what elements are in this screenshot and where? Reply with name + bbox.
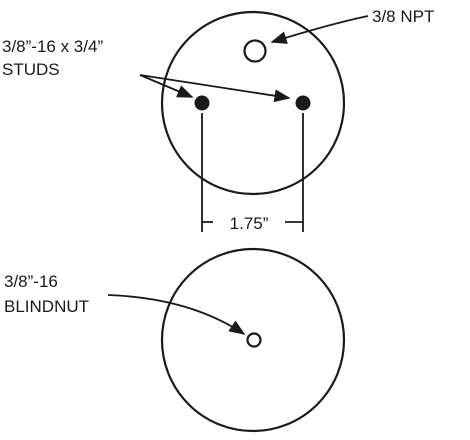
npt-port-hole <box>243 39 267 63</box>
npt-label: 3/8 NPT <box>372 7 434 26</box>
studs-leader-arrow-left <box>139 74 194 98</box>
blindnut-hole <box>246 332 262 348</box>
bottom-plate-outline <box>160 247 346 433</box>
blindnut-leader-arrow <box>107 294 246 335</box>
blindnut-label-line1: 3/8”-16 <box>4 272 58 291</box>
left-stud <box>194 95 210 111</box>
studs-label-line1: 3/8”-16 x 3/4” <box>2 37 103 56</box>
studs-leader-arrow-right <box>139 74 291 103</box>
blindnut-label-line2: BLINDNUT <box>4 297 89 316</box>
top-plate-view: 3/8 NPT 3/8”-16 x 3/4” STUDS 1.75” <box>2 7 434 233</box>
right-stud <box>295 95 311 111</box>
npt-leader-arrow <box>270 15 369 44</box>
stud-spacing-label: 1.75” <box>230 214 269 233</box>
studs-label-line2: STUDS <box>2 60 60 79</box>
top-plate-outline <box>160 10 346 196</box>
bottom-plate-view: 3/8”-16 BLINDNUT <box>4 247 346 433</box>
